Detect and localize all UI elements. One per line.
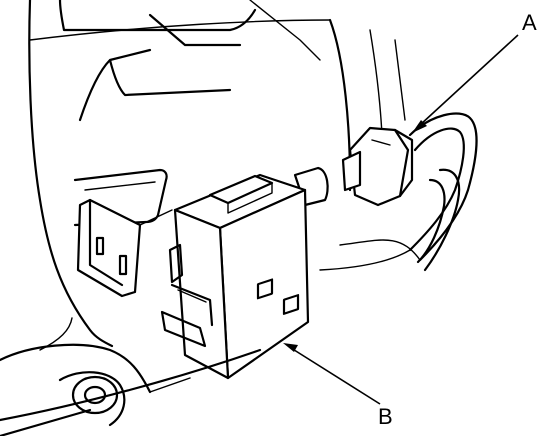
wire-harness (319, 112, 478, 272)
mounting-bracket (76, 198, 173, 298)
leader-line-a (412, 34, 519, 133)
body-panel (28, 0, 406, 348)
lower-frame (0, 317, 262, 436)
module-b (160, 166, 329, 380)
callout-label-b: B (378, 404, 393, 429)
callout-label-a: A (522, 10, 537, 35)
connector-a (341, 126, 414, 207)
leader-line-b (283, 343, 381, 405)
